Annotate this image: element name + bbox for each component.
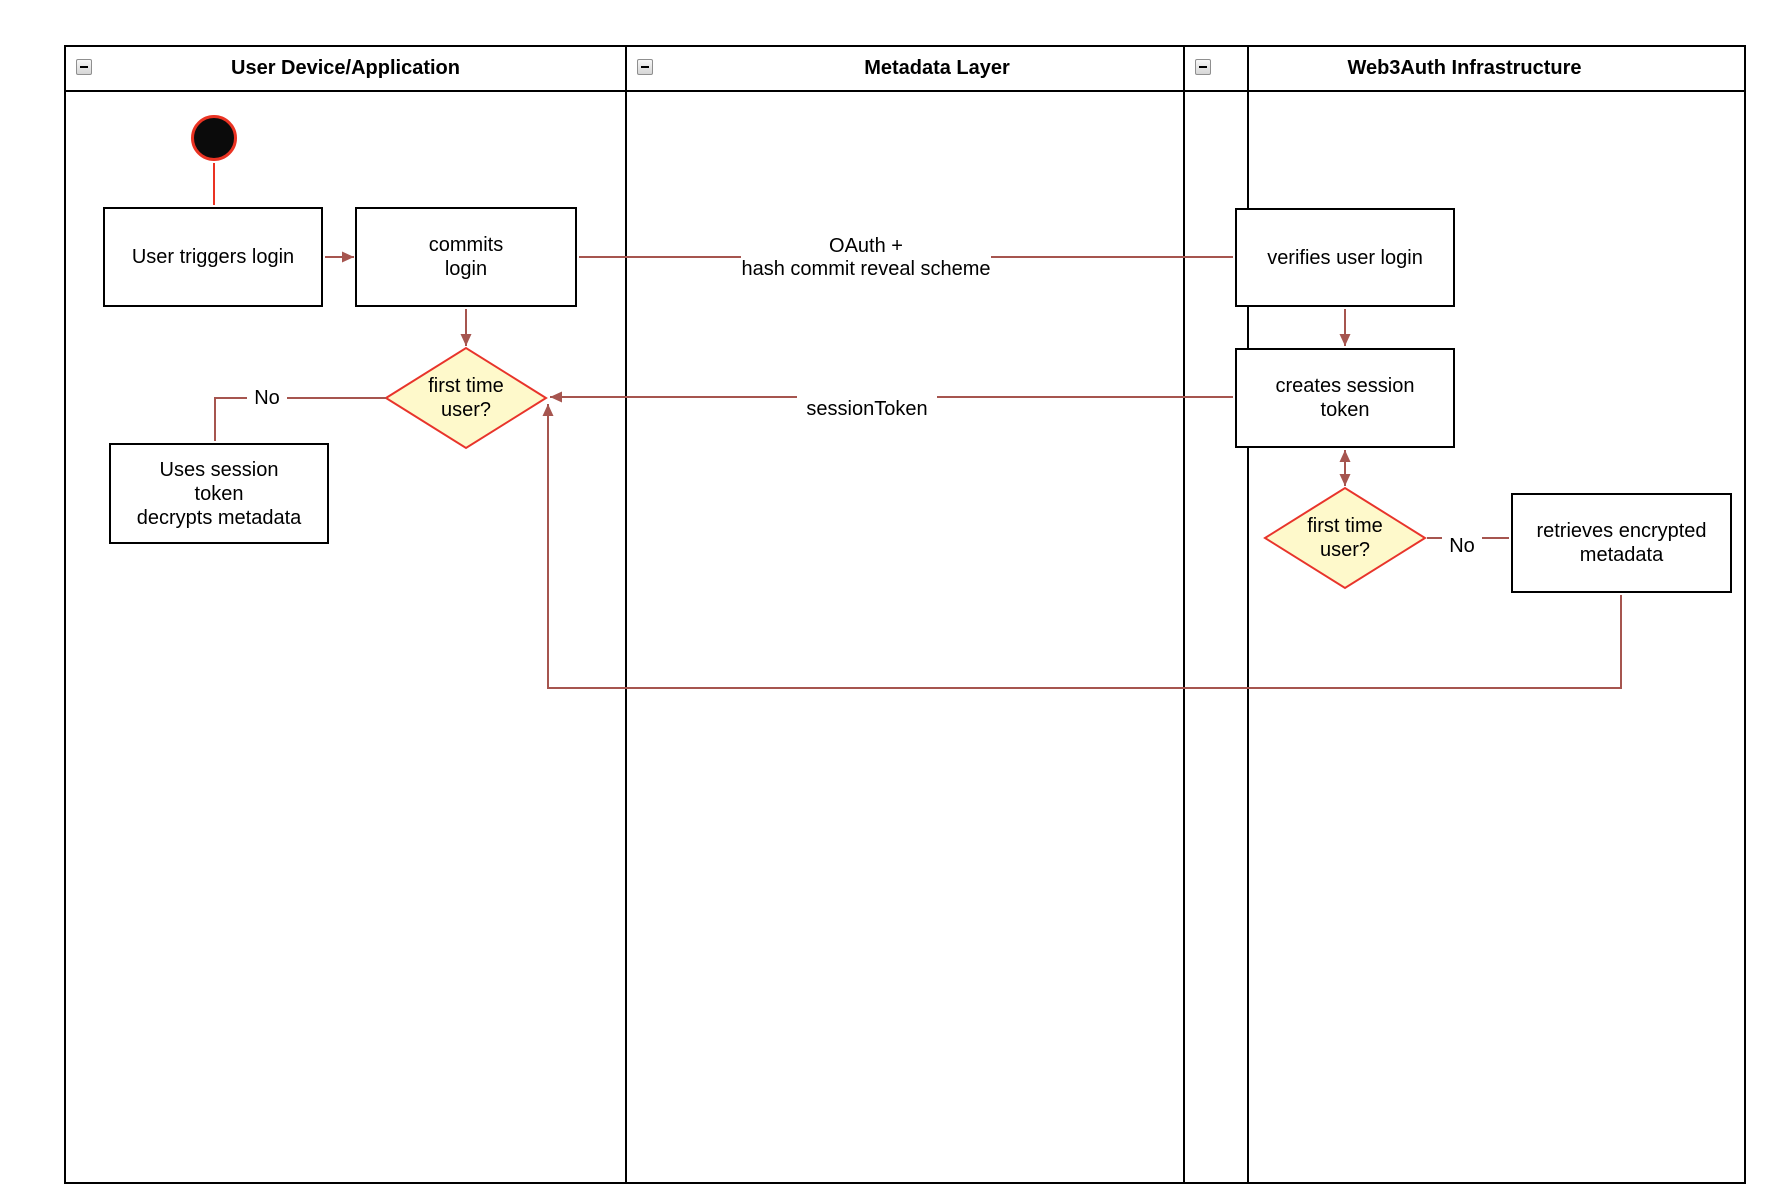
node-uses-session-token[interactable]: Uses session token decrypts metadata	[109, 443, 329, 544]
lane-metadata-layer: Metadata Layer	[625, 45, 1249, 1184]
node-label: creates session token	[1275, 375, 1415, 421]
edge-label-oauth: OAuth + hash commit reveal scheme	[741, 234, 991, 281]
collapse-lane-button[interactable]	[1195, 59, 1211, 75]
node-label: Uses session token decrypts metadata	[136, 458, 302, 529]
node-label: User triggers login	[131, 246, 295, 268]
node-label: verifies user login	[1267, 246, 1423, 269]
node-label: retrieves encrypted metadata	[1536, 520, 1707, 566]
edge-label-session-token: sessionToken	[797, 396, 937, 422]
node-commits-login[interactable]: commits login	[355, 207, 577, 307]
minus-icon	[80, 66, 88, 68]
decision-label-first-time-user-left: first time user?	[386, 358, 546, 438]
lane-title: Metadata Layer	[864, 57, 1010, 79]
lane-header-metadata-layer: Metadata Layer	[627, 47, 1247, 92]
edge-label-no-left: No	[247, 386, 287, 410]
node-creates-session-token[interactable]: creates session token	[1235, 348, 1455, 448]
minus-icon	[641, 66, 649, 68]
node-retrieves-encrypted-metadata[interactable]: retrieves encrypted metadata	[1511, 493, 1732, 593]
collapse-lane-button[interactable]	[76, 59, 92, 75]
node-user-triggers-login[interactable]: User triggers login	[103, 207, 323, 307]
initial-node[interactable]	[191, 115, 237, 161]
lane-header-web3auth-infrastructure: Web3Auth Infrastructure	[1185, 47, 1744, 92]
node-label: first time user?	[428, 375, 504, 421]
swimlane-frame: User Device/Application Metadata Layer W…	[64, 45, 1746, 1184]
node-label: commits login	[428, 234, 504, 280]
lane-header-user-device: User Device/Application	[66, 47, 625, 92]
collapse-lane-button[interactable]	[637, 59, 653, 75]
lane-title: Web3Auth Infrastructure	[1347, 57, 1582, 79]
edge-label-no-right: No	[1442, 534, 1482, 558]
node-verifies-user-login[interactable]: verifies user login	[1235, 208, 1455, 307]
node-label: first time user?	[1307, 515, 1383, 561]
minus-icon	[1199, 66, 1207, 68]
decision-label-first-time-user-right: first time user?	[1265, 498, 1425, 578]
lane-title: User Device/Application	[231, 57, 460, 79]
